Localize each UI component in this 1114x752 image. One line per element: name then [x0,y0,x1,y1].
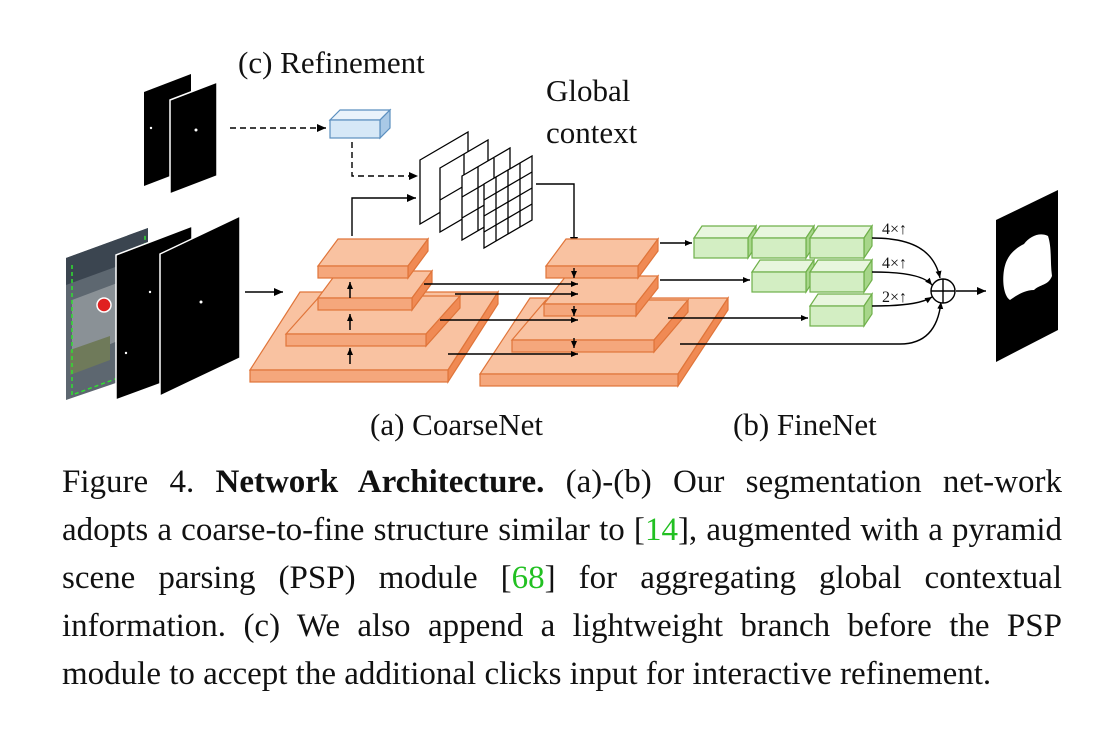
global-context-label-line1: Global [546,73,630,108]
coarsenet-encoder [248,237,500,385]
coarsenet-label: (a) CoarseNet [370,407,543,442]
citation-link-68[interactable]: 68 [511,560,545,596]
caption-text-1: (a)-(b) Our segmentation net-work adopts… [62,464,1062,548]
encoder-to-psp-arrow [351,194,416,236]
caption-figure-label: Figure 4. [62,464,195,500]
sum-node-icon [930,278,956,304]
global-context-label-line2: context [546,115,638,150]
click-marker-icon [96,297,112,313]
citation-link-14[interactable]: 14 [644,512,678,548]
global-context-psp [419,130,533,250]
refinement-label: (c) Refinement [238,45,425,80]
upsample-2x-label: 2×↑ [882,289,907,306]
finenet-label: (b) FineNet [733,407,877,442]
architecture-diagram: (c) Refinement Global context (a) Coarse… [66,45,1058,442]
finenet-arrows [660,237,986,345]
upsample-4x-label-a: 4×↑ [882,221,907,238]
caption-text-3: ] for aggregating global contextual info… [62,560,1062,692]
caption-text-2: ], augmented with a pyramid scene parsin… [62,512,1062,596]
skip-connections [424,268,578,357]
psp-to-decoder-arrow [536,183,578,246]
finenet-conv-blocks [692,224,874,328]
coarsenet-decoder [478,237,730,389]
figure-caption: Figure 4. Network Architecture. (a)-(b) … [62,458,1062,698]
refinement-to-psp-arrow [351,142,418,180]
refinement-conv-block [328,108,392,140]
input-image-stack [66,214,241,402]
upsample-4x-label-b: 4×↑ [882,255,907,272]
refinement-click-maps [144,74,218,196]
output-mask [996,190,1058,362]
caption-title: Network Architecture. [215,464,545,500]
